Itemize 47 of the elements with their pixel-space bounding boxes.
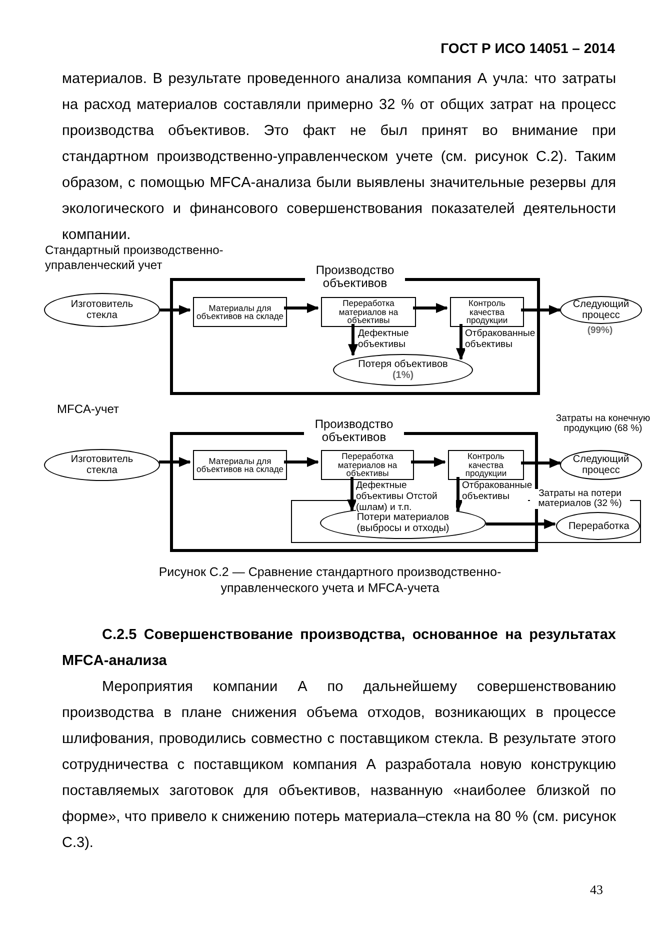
arrow bbox=[158, 457, 191, 467]
section-heading: С.2.5 Совершенствование производства, основанное на результатах MFCA-анализа bbox=[62, 626, 616, 671]
arrow bbox=[284, 457, 319, 467]
node-label: Переработка bbox=[568, 520, 628, 532]
node-label: Переработка материалов на объективы bbox=[336, 452, 398, 478]
node-label: Материалы для объективов на складе bbox=[195, 304, 285, 320]
arrow bbox=[160, 305, 191, 315]
figure-caption: Рисунок С.2 — Сравнение стандартного производственно-управленческого учета и MFCA-учета bbox=[158, 564, 502, 596]
node-label: Контроль качества продукции bbox=[465, 299, 509, 325]
arrow bbox=[486, 519, 556, 529]
arrow bbox=[456, 324, 466, 360]
edge-label: Дефектные объективы Отстой (шлам) и т.п. bbox=[356, 480, 456, 513]
node-label: Потеря объективов bbox=[358, 359, 448, 370]
body-paragraph: Мероприятия компании А по дальнейшему совершенствованию производства в плане снижения объема отходов, возникающих в процессе шлифования, проводились совместно с поставщиком стекла. В результате этого сотрудничества с поставщиком компания А разработала новую конструкцию поставляемых заготовок для объективов, названную «наиболее близкой по форме», что привело к снижению потерь материала–стекла на 80 % (см. рисунок С.3). bbox=[62, 678, 616, 853]
node-label: Затраты на потери материалов (32 %) bbox=[530, 489, 630, 509]
section-label: Стандартный производственно-управленческий учет bbox=[45, 243, 224, 273]
node-label: Изготовитель стекла bbox=[70, 454, 134, 476]
process-box bbox=[193, 297, 287, 327]
node-label: Материалы для объективов на складе bbox=[195, 456, 285, 474]
arrow bbox=[348, 324, 358, 356]
node-note: Затраты на конечную продукцию (68 %) bbox=[555, 414, 651, 434]
node-label: Следующий процесс bbox=[572, 454, 630, 476]
arrow bbox=[411, 457, 446, 467]
node-label: Потери материалов (выбросы и отходы) bbox=[356, 512, 450, 534]
arrow bbox=[413, 303, 448, 313]
arrow bbox=[521, 458, 562, 468]
arrow bbox=[284, 303, 319, 313]
node-label: Следующий процесс bbox=[572, 299, 630, 321]
arrow bbox=[347, 477, 357, 512]
process-box bbox=[450, 297, 524, 327]
process-box bbox=[448, 450, 524, 480]
recycling-ellipse bbox=[556, 512, 640, 540]
arrow bbox=[521, 305, 561, 315]
document-header: ГОСТ Р ИСО 14051 – 2014 bbox=[440, 39, 615, 58]
node-label: (1%) bbox=[392, 370, 414, 381]
section-label: MFCA-учет bbox=[57, 401, 120, 418]
node-label: Переработка материалов на объективы bbox=[338, 299, 400, 325]
edge-label: Отбракованные объективы bbox=[465, 328, 537, 350]
node-label: Изготовитель стекла bbox=[70, 299, 134, 321]
process-box bbox=[321, 297, 416, 327]
node-label: Контроль качества продукции bbox=[464, 452, 508, 478]
process-box bbox=[193, 450, 287, 480]
body-paragraph: материалов. В результате проведенного анализа компания А учла: что затраты на расход материалов составляли примерно 32 % от общих затрат на процесс производства объективов. Это факт не был принят во внимание при стандартном производственно-управленческом учете (см. рисунок С.2). Таким образом, с помощью MFCA-анализа были выявлены значительные резервы для экологического и финансового совершенствования показателей деятельности компании. bbox=[62, 70, 616, 245]
node-label: Производство объективов bbox=[304, 418, 404, 444]
page-number: 43 bbox=[590, 881, 604, 899]
node-label: Производство объективов bbox=[305, 264, 405, 290]
process-box bbox=[321, 450, 414, 480]
